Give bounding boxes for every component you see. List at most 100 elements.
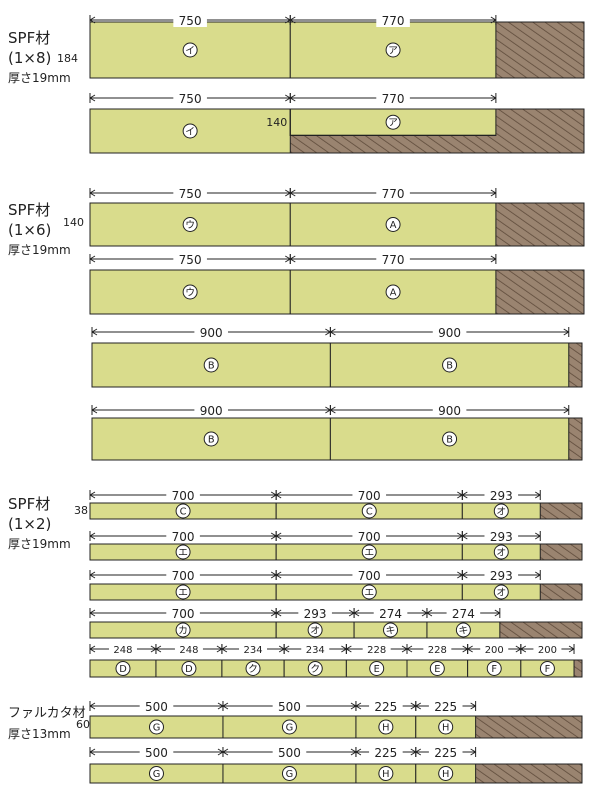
dimension-label-bg: [166, 488, 200, 502]
board-width-label: 38: [74, 504, 88, 517]
part-mark: キ: [458, 626, 468, 637]
dimension-label: 900: [438, 404, 461, 418]
dimension-arrow: [563, 406, 570, 414]
part-mark: G: [153, 723, 161, 734]
dimension-arrow: [285, 94, 291, 102]
dimension-arrow: [155, 645, 162, 653]
board-width-label: 60: [76, 718, 90, 731]
part-mark-circle: [148, 719, 164, 735]
part-mark: ク: [248, 663, 258, 675]
dimension-arrow: [490, 189, 497, 197]
dimension-label-bg: [352, 488, 387, 502]
dimension-label-bg: [376, 91, 410, 105]
dimension-label: 770: [382, 14, 405, 28]
dimension-label: 248: [179, 645, 198, 656]
dimension-label: 700: [172, 607, 195, 621]
part-mark-circle: [175, 544, 191, 560]
dimension-arrow: [410, 702, 417, 710]
dimension-label: 248: [113, 645, 132, 656]
dimension-arrow: [275, 491, 282, 499]
dimension-arrow: [270, 571, 277, 579]
dimension-arrow: [534, 491, 541, 499]
dimension-arrow: [353, 609, 360, 617]
part-mark-circle: [385, 42, 401, 58]
dimension-label: 228: [367, 645, 386, 656]
part-mark: B: [208, 435, 215, 446]
part-mark: E: [374, 664, 380, 675]
dimension-label-bg: [166, 529, 200, 543]
material-name: SPF材: [8, 495, 51, 513]
group-label-1x6: SPF材 (1×6) 厚さ19mm: [8, 200, 71, 260]
dimension-label-bg: [423, 643, 452, 655]
part-mark: E: [434, 664, 440, 675]
dimension-label: 225: [374, 746, 397, 760]
part-mark: F: [545, 664, 551, 675]
dimension-arrow: [421, 609, 428, 617]
part-mark: オ: [496, 587, 506, 599]
dimension-label-bg: [173, 252, 207, 266]
dimension-arrow: [270, 532, 277, 540]
rip-width-label: 140: [266, 116, 287, 129]
dimension-arrow: [89, 189, 96, 197]
dimension-arrow: [89, 94, 96, 102]
dimension-label: 293: [490, 489, 513, 503]
dimension-arrow: [283, 645, 290, 653]
part-mark-circle: [539, 661, 555, 676]
board-thickness: 厚さ19mm: [8, 243, 71, 257]
part-mark-circle: [442, 431, 458, 447]
part-mark: エ: [178, 548, 188, 559]
board-size: (1×6): [8, 221, 52, 239]
dimension-label-bg: [432, 325, 467, 339]
dimension-arrow: [89, 491, 96, 499]
board-width-label: 140: [63, 216, 84, 229]
dimension-label-bg: [174, 643, 203, 655]
part-mark: ウ: [185, 287, 195, 299]
part-mark-circle: [493, 544, 509, 560]
dimension-label: 293: [490, 569, 513, 583]
part-mark-circle: [438, 766, 454, 781]
part-mark: ク: [310, 663, 320, 675]
part-mark: D: [185, 664, 193, 675]
dimension-arrow: [290, 255, 296, 263]
dimension-label-bg: [428, 745, 463, 759]
part-mark: G: [286, 769, 294, 780]
dimension-arrow: [470, 748, 476, 756]
dimension-arrow: [89, 748, 96, 756]
part-mark: B: [208, 361, 215, 372]
dimension-label-bg: [432, 403, 467, 417]
part-mark-circle: [385, 217, 401, 232]
dimension-arrow: [350, 702, 357, 710]
dimension-label-bg: [272, 745, 307, 759]
dimension-label: 293: [304, 607, 327, 621]
part-mark-circle: [385, 114, 401, 130]
dimension-arrow: [278, 645, 285, 653]
part-mark-circle: [385, 284, 401, 300]
part-mark-circle: [369, 661, 385, 676]
dimension-arrow: [406, 645, 413, 653]
material-name: SPF材: [8, 29, 51, 47]
dimension-arrow: [490, 16, 497, 24]
part-mark: B: [446, 435, 453, 446]
dimension-label: 770: [382, 253, 405, 267]
dimension-label-bg: [484, 568, 519, 582]
part-mark: H: [382, 769, 389, 780]
dimension-arrow: [91, 328, 98, 336]
dimension-label: 700: [358, 489, 381, 503]
dimension-label-bg: [362, 643, 391, 655]
part-mark-circle: [115, 661, 131, 676]
part-mark: B: [446, 361, 453, 372]
part-mark-circle: [175, 503, 191, 519]
dimension-arrow: [462, 491, 468, 499]
dimension-label: 225: [374, 700, 397, 714]
part-mark-circle: [438, 719, 454, 735]
dimension-label: 900: [200, 404, 223, 418]
dimension-label: 700: [172, 569, 195, 583]
part-mark-circle: [486, 661, 502, 676]
dimension-label: 234: [243, 645, 262, 656]
rip-cut-line: [289, 109, 496, 136]
part-mark-circle: [361, 544, 377, 560]
part-mark: エ: [178, 588, 188, 599]
dimension-arrow: [470, 702, 476, 710]
part-mark-circle: [307, 622, 323, 638]
